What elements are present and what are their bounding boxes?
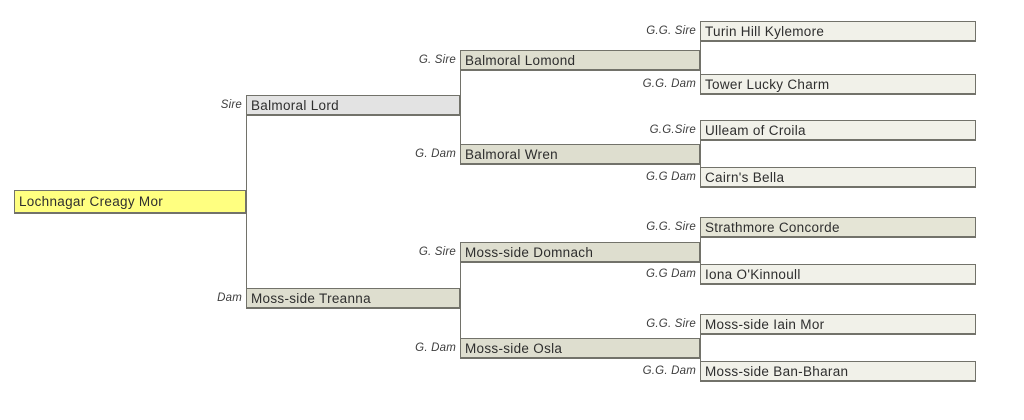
node-sire-sire[interactable]: Balmoral Lomond xyxy=(460,50,700,71)
label-dam: Dam xyxy=(217,292,242,304)
node-dam-dam-dam[interactable]: Moss-side Ban-Bharan xyxy=(700,361,976,382)
node-dam-dam-sire[interactable]: Moss-side Iain Mor xyxy=(700,314,976,335)
node-sire-dam-name: Balmoral Wren xyxy=(465,146,558,162)
node-dam-sire-name: Moss-side Domnach xyxy=(465,244,594,260)
node-dam-dam-sire-name: Moss-side Iain Mor xyxy=(705,316,825,332)
node-dam-sire-dam-name: Iona O'Kinnoull xyxy=(705,266,801,282)
node-sire-dam-dam-name: Cairn's Bella xyxy=(705,169,785,185)
connector-line xyxy=(700,42,701,75)
label-dam-sire-dam: G.G Dam xyxy=(646,268,696,280)
node-sire-sire-dam[interactable]: Tower Lucky Charm xyxy=(700,74,976,95)
label-sire-dam-dam: G.G Dam xyxy=(646,171,696,183)
node-sire[interactable]: Balmoral Lord xyxy=(246,95,460,116)
connector-line xyxy=(460,71,461,145)
connector-line xyxy=(700,141,701,168)
node-dam-dam-dam-name: Moss-side Ban-Bharan xyxy=(705,363,849,379)
node-dam-sire[interactable]: Moss-side Domnach xyxy=(460,242,700,263)
label-sire-dam: G. Dam xyxy=(415,148,456,160)
node-sire-dam-sire-name: Ulleam of Croila xyxy=(705,122,806,138)
node-sire-name: Balmoral Lord xyxy=(251,97,339,113)
node-dam-dam-name: Moss-side Osla xyxy=(465,340,563,356)
connector-line xyxy=(700,335,701,362)
node-dam-name: Moss-side Treanna xyxy=(251,290,371,306)
node-sire-sire-name: Balmoral Lomond xyxy=(465,52,576,68)
node-sire-sire-sire[interactable]: Turin Hill Kylemore xyxy=(700,21,976,42)
label-dam-dam-sire: G.G. Sire xyxy=(646,318,696,330)
label-dam-sire-sire: G.G. Sire xyxy=(646,221,696,233)
label-sire: Sire xyxy=(220,99,242,111)
connector-line xyxy=(246,116,247,289)
node-dam-sire-sire-name: Strathmore Concorde xyxy=(705,219,840,235)
label-sire-dam-sire: G.G.Sire xyxy=(649,124,696,136)
node-sire-sire-dam-name: Tower Lucky Charm xyxy=(705,76,830,92)
label-sire-sire-dam: G.G. Dam xyxy=(642,78,696,90)
node-dam-sire-dam[interactable]: Iona O'Kinnoull xyxy=(700,264,976,285)
label-sire-sire: G. Sire xyxy=(418,54,456,66)
node-root[interactable]: Lochnagar Creagy Mor xyxy=(14,190,246,214)
node-sire-dam[interactable]: Balmoral Wren xyxy=(460,144,700,165)
node-sire-dam-sire[interactable]: Ulleam of Croila xyxy=(700,120,976,141)
label-dam-dam: G. Dam xyxy=(415,342,456,354)
node-dam[interactable]: Moss-side Treanna xyxy=(246,288,460,309)
node-dam-sire-sire[interactable]: Strathmore Concorde xyxy=(700,217,976,238)
connector-line xyxy=(460,263,461,339)
node-root-name: Lochnagar Creagy Mor xyxy=(19,194,164,209)
label-dam-dam-dam: G.G. Dam xyxy=(642,365,696,377)
node-sire-dam-dam[interactable]: Cairn's Bella xyxy=(700,167,976,188)
connector-line xyxy=(700,238,701,265)
label-sire-sire-sire: G.G. Sire xyxy=(646,25,696,37)
label-dam-sire: G. Sire xyxy=(418,246,456,258)
node-dam-dam[interactable]: Moss-side Osla xyxy=(460,338,700,359)
node-sire-sire-sire-name: Turin Hill Kylemore xyxy=(705,23,825,39)
